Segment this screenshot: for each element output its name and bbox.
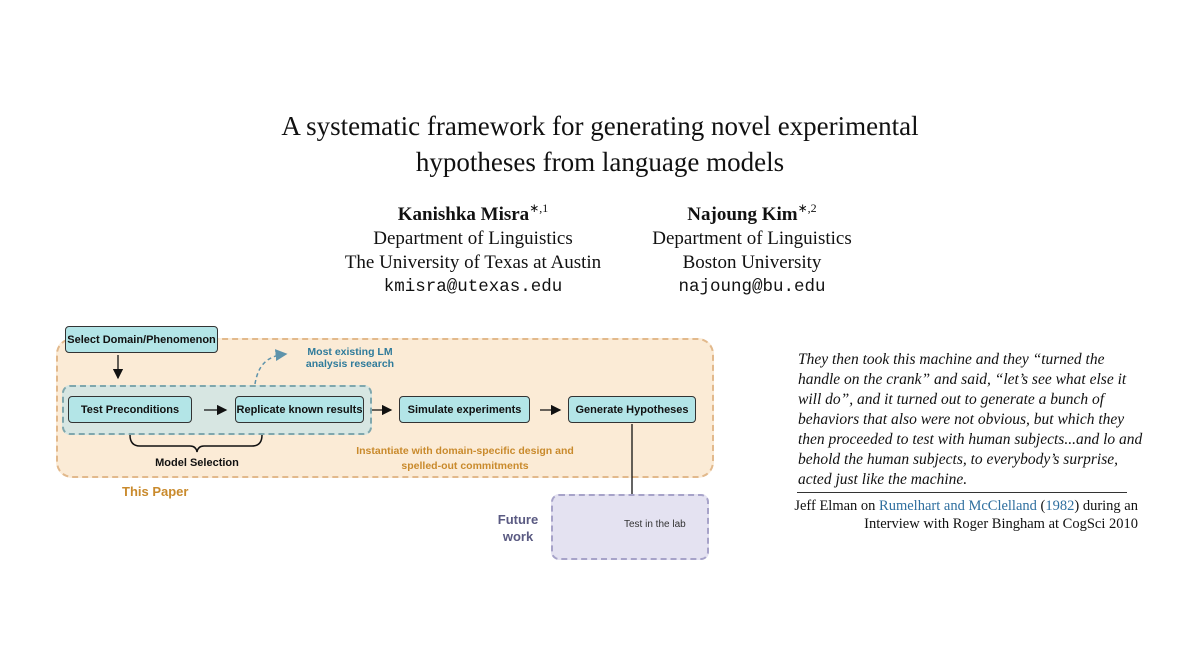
test-in-lab-label: Test in the lab	[624, 519, 686, 530]
title-line-1: A systematic framework for generating no…	[281, 111, 919, 141]
existing-label-line-2: analysis research	[305, 358, 395, 370]
citation-link-year[interactable]: 1982	[1045, 498, 1075, 514]
future-work-region	[551, 494, 709, 560]
citation-link-rumelhart[interactable]: Rumelhart and McClelland	[879, 498, 1037, 514]
generate-hypotheses-box: Generate Hypotheses	[568, 396, 696, 423]
author-name: Kanishka Misra	[397, 204, 530, 225]
author-department: Department of Linguistics	[373, 228, 573, 249]
framework-figure: Select Domain/Phenomenon Test Preconditi…	[0, 318, 760, 568]
existing-research-label: Most existing LM analysis research	[290, 346, 410, 370]
author-email: najoung@bu.edu	[678, 277, 826, 297]
attribution-line-2: Interview with Roger Bingham at CogSci 2…	[864, 516, 1138, 532]
quote-divider	[797, 492, 1127, 493]
this-paper-label: This Paper	[122, 484, 189, 499]
future-work-label: Future work	[486, 511, 550, 545]
future-label-line-2: work	[502, 529, 534, 544]
author-institution: The University of Texas at Austin	[344, 252, 602, 273]
author-block-kim: Najoung Kim∗,2 Department of Linguistics…	[634, 196, 870, 299]
attribution-close: ) during an	[1074, 498, 1138, 514]
simulate-experiments-box: Simulate experiments	[399, 396, 530, 423]
attribution-open: (	[1036, 498, 1046, 514]
attribution-prefix: Jeff Elman on	[794, 498, 880, 514]
select-domain-box: Select Domain/Phenomenon	[65, 326, 218, 353]
author-block-misra: Kanishka Misra∗,1 Department of Linguist…	[330, 196, 616, 299]
instantiate-label: Instantiate with domain-specific design …	[346, 444, 584, 474]
author-affiliation-mark: ∗,2	[797, 201, 817, 215]
elman-quote: They then took this machine and they “tu…	[798, 351, 1143, 488]
author-department: Department of Linguistics	[652, 228, 852, 249]
paper-title: A systematic framework for generating no…	[200, 108, 1000, 180]
model-selection-label: Model Selection	[155, 457, 239, 469]
existing-label-line-1: Most existing LM	[307, 346, 393, 358]
arrow-dashed-existing	[254, 349, 288, 385]
future-label-line-1: Future	[497, 512, 539, 527]
author-name: Najoung Kim	[687, 204, 798, 225]
author-affiliation-mark: ∗,1	[529, 201, 549, 215]
author-email: kmisra@utexas.edu	[383, 277, 563, 297]
replicate-results-box: Replicate known results	[235, 396, 364, 423]
author-institution: Boston University	[682, 252, 822, 273]
instantiate-label-line-1: Instantiate with domain-specific design …	[356, 445, 574, 457]
test-preconditions-box: Test Preconditions	[68, 396, 192, 423]
quote-attribution: Jeff Elman on Rumelhart and McClelland (…	[790, 497, 1138, 533]
title-line-2: hypotheses from language models	[415, 147, 785, 177]
instantiate-label-line-2: spelled-out commitments	[401, 460, 529, 472]
model-selection-brace	[129, 434, 263, 453]
